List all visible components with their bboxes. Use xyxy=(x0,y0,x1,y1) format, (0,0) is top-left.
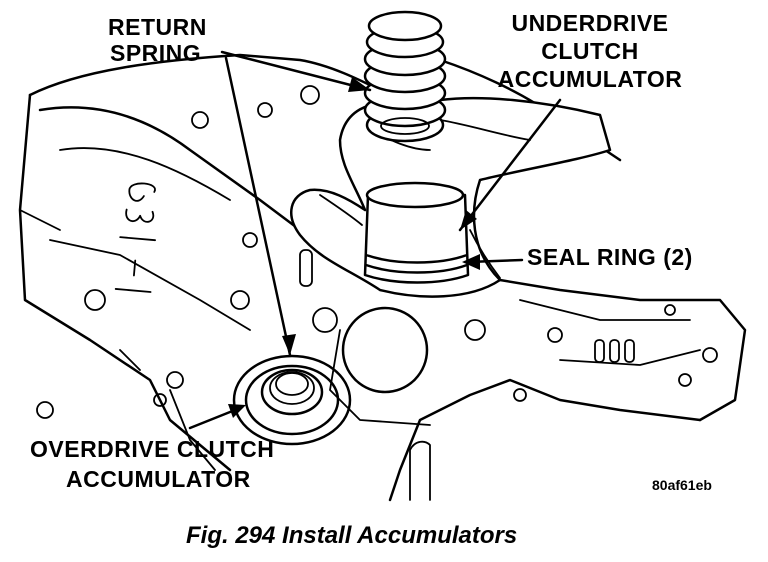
label-seal-ring: SEAL RING (2) xyxy=(527,244,693,270)
arrow-head-spring-b xyxy=(282,334,296,355)
label-overdrive-line1: OVERDRIVE CLUTCH xyxy=(30,436,275,462)
arrow-head-seal-ring xyxy=(462,254,480,270)
label-overdrive-line2: ACCUMULATOR xyxy=(66,466,251,492)
casting-marks xyxy=(114,182,156,293)
return-spring xyxy=(363,10,447,143)
arrow-head-spring-a xyxy=(348,77,370,92)
overdrive-accumulator xyxy=(232,354,352,446)
underdrive-piston xyxy=(363,181,470,284)
figure-code: 80af61eb xyxy=(652,477,712,493)
label-return-line1: RETURN xyxy=(108,14,207,40)
leader-lines xyxy=(188,50,562,430)
arrow-head-overdrive xyxy=(228,404,246,418)
valve-body-holes xyxy=(36,85,718,501)
figure-caption: Fig. 294 Install Accumulators xyxy=(186,522,518,549)
label-underdrive-line2: CLUTCH xyxy=(541,38,639,64)
label-return-line2: SPRING xyxy=(110,40,202,66)
label-underdrive-line1: UNDERDRIVE xyxy=(511,10,669,36)
arrow-head-underdrive xyxy=(460,210,477,230)
label-underdrive-line3: ACCUMULATOR xyxy=(497,66,683,92)
